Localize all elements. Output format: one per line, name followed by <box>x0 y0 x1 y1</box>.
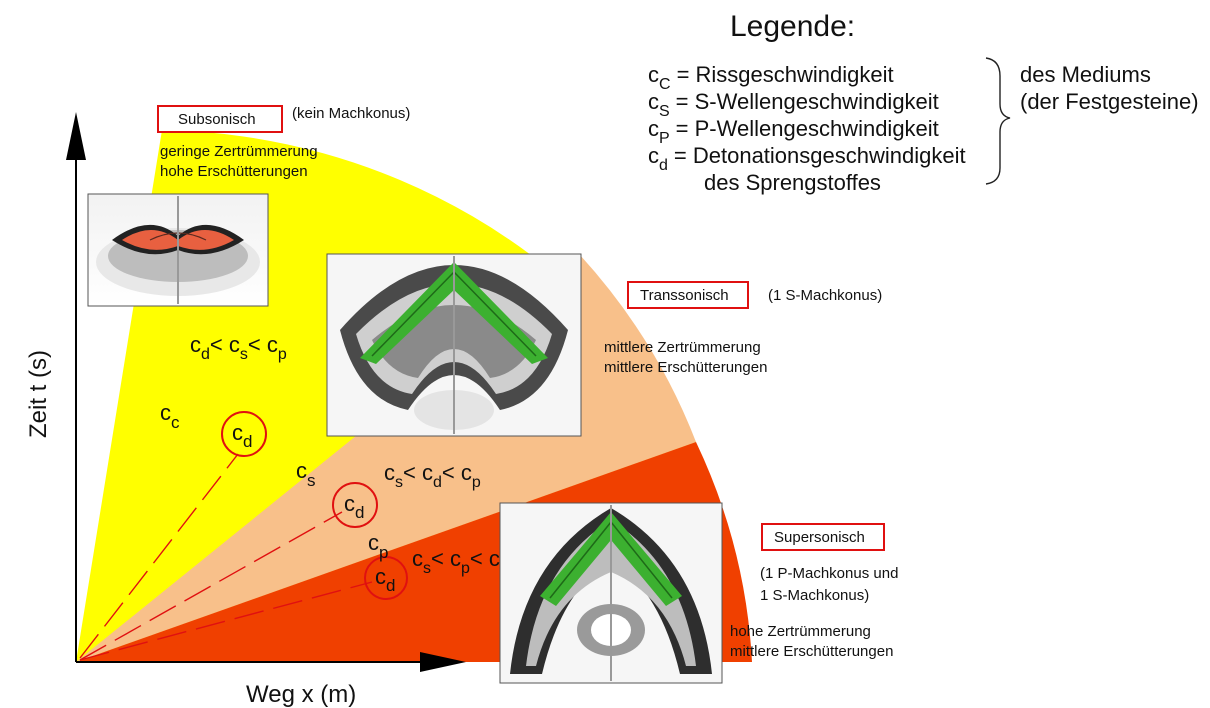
subsonic-desc-1: geringe Zertrümmerung <box>160 143 318 160</box>
transsonic-desc-2: mittlere Erschütterungen <box>604 359 767 376</box>
legend-group-label-1: des Mediums <box>1020 62 1151 87</box>
legend-title: Legende: <box>730 10 855 43</box>
legend-items: cC= Rissgeschwindigkeit cS= S-Wellengesc… <box>648 62 966 195</box>
transsonic-simulation-image <box>327 254 581 436</box>
supersonic-note-2: 1 S-Machkonus) <box>760 587 869 604</box>
supersonic-label: Supersonisch <box>774 529 865 546</box>
legend-group-label-2: (der Festgesteine) <box>1020 89 1199 114</box>
transsonic-note: (1 S-Machkonus) <box>768 287 882 304</box>
x-axis-label: Weg x (m) <box>246 681 356 708</box>
supersonic-desc-1: hohe Zertrümmerung <box>730 623 871 640</box>
subsonic-label: Subsonisch <box>178 111 256 128</box>
transsonic-desc-1: mittlere Zertrümmerung <box>604 339 761 356</box>
supersonic-simulation-image <box>500 503 722 683</box>
subsonic-desc-2: hohe Erschütterungen <box>160 163 308 180</box>
legend-item-cd-continuation: des Sprengstoffes <box>704 170 881 195</box>
y-axis-label: Zeit t (s) <box>25 350 52 438</box>
legend-brace <box>986 58 1010 184</box>
transsonic-label: Transsonisch <box>640 287 729 304</box>
supersonic-note-1: (1 P-Machkonus und <box>760 565 898 582</box>
subsonic-note: (kein Machkonus) <box>292 105 410 122</box>
subsonic-simulation-image <box>88 194 268 306</box>
y-axis-arrow <box>66 112 86 160</box>
supersonic-desc-2: mittlere Erschütterungen <box>730 643 893 660</box>
